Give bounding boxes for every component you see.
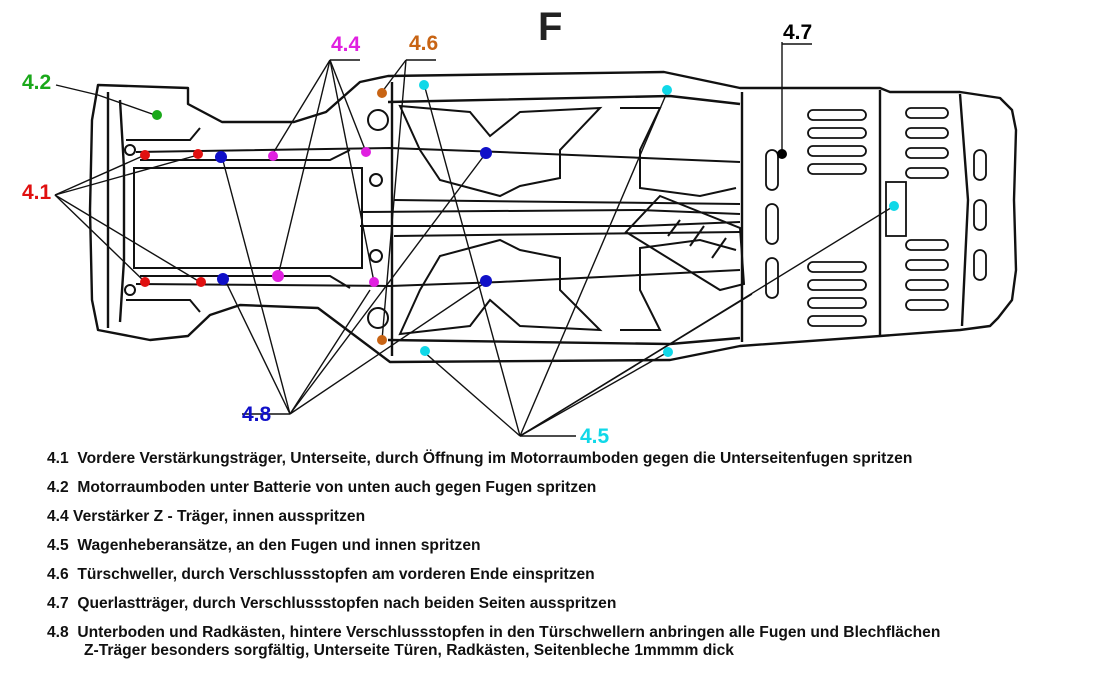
- legend-code: 4.7: [47, 595, 69, 612]
- marker-4-1: [193, 149, 203, 159]
- round-features: [124, 109, 389, 329]
- legend-code: 4.6: [47, 566, 69, 583]
- marker-4-8: [215, 151, 227, 163]
- marker-4-6: [377, 335, 387, 345]
- legend-code: 4.1: [47, 450, 69, 467]
- marker-4-4: [268, 151, 278, 161]
- marker-4-8: [217, 273, 229, 285]
- marker-4-8: [480, 147, 492, 159]
- legend-text: Verstärker Z - Träger, innen ausspritzen: [73, 508, 366, 525]
- legend-code: 4.5: [47, 537, 69, 554]
- marker-4-4: [272, 270, 284, 282]
- legend-item-4-6: 4.6 Türschweller, durch Verschlussstopfe…: [47, 566, 1087, 595]
- legend-item-4-4: 4.4 Verstärker Z - Träger, innen ausspri…: [47, 508, 1087, 537]
- diagram-title: F: [538, 5, 562, 49]
- legend-text: Motorraumboden unter Batterie von unten …: [77, 479, 597, 496]
- label-4-5: 4.5: [580, 425, 610, 448]
- marker-4-1: [196, 277, 206, 287]
- legend-item-4-2: 4.2 Motorraumboden unter Batterie von un…: [47, 479, 1087, 508]
- marker-4-5: [419, 80, 429, 90]
- legend-code: 4.2: [47, 479, 69, 496]
- marker-4-5: [420, 346, 430, 356]
- marker-4-2: [152, 110, 162, 120]
- marker-4-8: [480, 275, 492, 287]
- marker-4-7: [777, 149, 787, 159]
- marker-4-6: [377, 88, 387, 98]
- label-4-7: 4.7: [783, 21, 813, 44]
- marker-4-1: [140, 277, 150, 287]
- legend-text-continued: Z-Träger besonders sorgfältig, Unterseit…: [84, 642, 734, 659]
- legend-item-4-1: 4.1 Vordere Verstärkungsträger, Untersei…: [47, 450, 1087, 479]
- marker-4-1: [140, 150, 150, 160]
- marker-4-5: [889, 201, 899, 211]
- legend-text: Vordere Verstärkungsträger, Unterseite, …: [77, 450, 913, 467]
- longitudinal-members: [135, 146, 741, 288]
- marker-4-4: [369, 277, 379, 287]
- marker-4-5: [663, 347, 673, 357]
- legend: 4.1 Vordere Verstärkungsträger, Untersei…: [47, 450, 1087, 660]
- floor-pans: [398, 104, 737, 336]
- legend-text: Querlastträger, durch Verschlussstopfen …: [77, 595, 617, 612]
- legend-text: Unterboden und Radkästen, hintere Versch…: [77, 624, 941, 641]
- pointer-lines: [54, 42, 895, 437]
- marker-4-5: [662, 85, 672, 95]
- rear-floor-slots: [765, 107, 987, 327]
- cross-member: [624, 194, 746, 292]
- markers: [140, 80, 899, 357]
- label-4-4: 4.4: [331, 33, 361, 56]
- marker-4-4: [361, 147, 371, 157]
- label-underlines: [242, 43, 812, 437]
- legend-item-4-5: 4.5 Wagenheberansätze, an den Fugen und …: [47, 537, 1087, 566]
- label-4-2: 4.2: [22, 71, 52, 94]
- legend-item-4-8: 4.8 Unterboden und Radkästen, hintere Ve…: [47, 624, 1087, 660]
- legend-item-4-7: 4.7 Querlastträger, durch Verschlussstop…: [47, 595, 1087, 624]
- label-4-1: 4.1: [22, 181, 52, 204]
- legend-code: 4.4: [47, 508, 69, 525]
- legend-code: 4.8: [47, 624, 69, 641]
- label-4-8: 4.8: [242, 403, 272, 426]
- legend-text: Wagenheberansätze, an den Fugen und inne…: [77, 537, 481, 554]
- label-4-6: 4.6: [409, 32, 439, 55]
- legend-text: Türschweller, durch Verschlussstopfen am…: [77, 566, 595, 583]
